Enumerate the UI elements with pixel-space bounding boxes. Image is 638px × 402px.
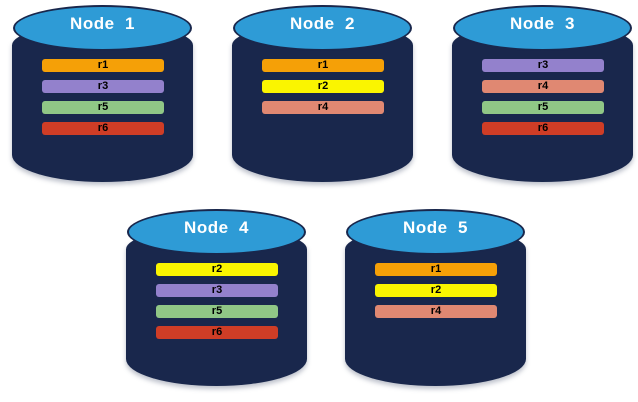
replica-bar-r5[interactable]: r5 [42, 101, 164, 114]
node-title: Node 3 [510, 14, 575, 33]
replica-bar-r3[interactable]: r3 [42, 80, 164, 93]
replica-bar-r5[interactable]: r5 [482, 101, 604, 114]
database-node-5[interactable]: Node 5 r1 r2 r4 [345, 204, 526, 386]
replica-bar-r5[interactable]: r5 [156, 305, 278, 318]
replica-bar-r6[interactable]: r6 [482, 122, 604, 135]
cylinder-top-ellipse [453, 5, 632, 51]
replica-bar-r6[interactable]: r6 [42, 122, 164, 135]
replica-bar-r6[interactable]: r6 [156, 326, 278, 339]
replica-bar-r2[interactable]: r2 [375, 284, 497, 297]
database-node-1[interactable]: Node 1 r1 r3 r5 r6 [12, 0, 193, 182]
replica-bar-r4[interactable]: r4 [482, 80, 604, 93]
cylinder-top-ellipse [127, 209, 306, 255]
cylinder-top-ellipse [233, 5, 412, 51]
replica-stack: r1 r2 r4 [375, 263, 497, 318]
node-title: Node 1 [70, 14, 135, 33]
node-title: Node 2 [290, 14, 355, 33]
node-title: Node 5 [403, 218, 468, 237]
replica-bar-r1[interactable]: r1 [42, 59, 164, 72]
cylinder-top-ellipse [13, 5, 192, 51]
replica-bar-r1[interactable]: r1 [262, 59, 384, 72]
replica-bar-r2[interactable]: r2 [156, 263, 278, 276]
replica-bar-r4[interactable]: r4 [375, 305, 497, 318]
replica-bar-r1[interactable]: r1 [375, 263, 497, 276]
replica-bar-r2[interactable]: r2 [262, 80, 384, 93]
database-node-4[interactable]: Node 4 r2 r3 r5 r6 [126, 204, 307, 386]
database-node-3[interactable]: Node 3 r3 r4 r5 r6 [452, 0, 633, 182]
cylinder-top-ellipse [346, 209, 525, 255]
replica-stack: r2 r3 r5 r6 [156, 263, 278, 339]
replica-stack: r1 r2 r4 [262, 59, 384, 114]
replica-bar-r3[interactable]: r3 [156, 284, 278, 297]
replica-stack: r3 r4 r5 r6 [482, 59, 604, 135]
node-title: Node 4 [184, 218, 249, 237]
database-node-2[interactable]: Node 2 r1 r2 r4 [232, 0, 413, 182]
replica-bar-r4[interactable]: r4 [262, 101, 384, 114]
replica-stack: r1 r3 r5 r6 [42, 59, 164, 135]
replica-bar-r3[interactable]: r3 [482, 59, 604, 72]
